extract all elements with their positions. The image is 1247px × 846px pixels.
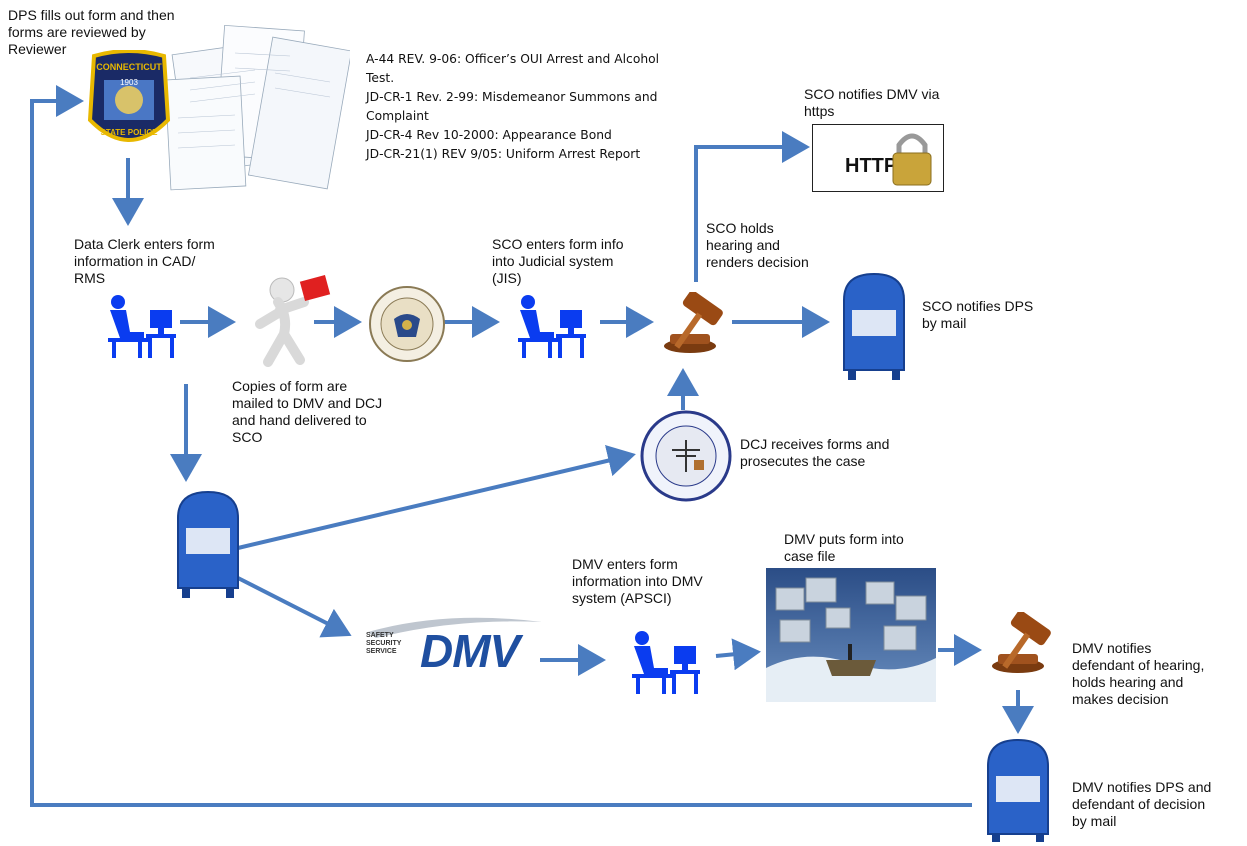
- gavel-icon: [664, 292, 723, 353]
- dcj-seal: [640, 410, 732, 502]
- judicial-branch-seal: [369, 286, 445, 362]
- badge-year-text: 1903: [120, 78, 138, 87]
- arrow-gavel-to-https: [694, 131, 810, 282]
- badge-bottom-text: STATE POLICE: [100, 128, 158, 137]
- label-sco-notifies-dmv: SCO notifies DMV via https: [804, 86, 940, 119]
- label-sco-holds: SCO holds hearing and renders decision: [706, 220, 809, 270]
- state-police-badge: CONNECTICUT 1903 STATE POLICE: [87, 50, 171, 142]
- https-box: HTTPS:: [812, 124, 944, 192]
- dmv-logo: SAFETY SECURITY SERVICE DMV: [366, 614, 542, 686]
- label-dmv-enters: DMV enters form information into DMV sys…: [572, 556, 703, 606]
- mailbox-icon: [987, 738, 1049, 842]
- person-computer-icon: [518, 295, 586, 358]
- arrow-dmv-clerk-to-files: [715, 638, 761, 671]
- label-dmv-puts: DMV puts form into case file: [784, 531, 904, 564]
- label-copies: Copies of form are mailed to DMV and DCJ…: [232, 378, 383, 445]
- mailbox-icon: [177, 490, 239, 598]
- label-dcj-receives: DCJ receives forms and prosecutes the ca…: [740, 436, 890, 469]
- person-computer-icon: [632, 631, 700, 694]
- gavel-icon: [992, 612, 1051, 673]
- arrow-mailbox-to-dcj: [237, 444, 636, 550]
- label-dmv-notifies-hearing: DMV notifies defendant of hearing, holds…: [1072, 640, 1205, 707]
- padlock-icon: [892, 133, 932, 186]
- arrow-mailbox-to-dmv-logo: [237, 576, 352, 638]
- forms-list: A-44 REV. 9-06: Officer’s OUI Arrest and…: [366, 52, 660, 161]
- dmv-logo-text: DMV: [420, 625, 520, 677]
- arrow-return-to-dps: [30, 85, 972, 807]
- mailbox-icon: [843, 272, 905, 380]
- label-dmv-notifies-dps: DMV notifies DPS and defendant of decisi…: [1072, 779, 1212, 829]
- case-files-image: [766, 568, 936, 702]
- runner-envelope-icon: [255, 274, 331, 367]
- forms-stack-image: [164, 24, 350, 191]
- label-sco-notifies-dps: SCO notifies DPS by mail: [922, 298, 1034, 331]
- badge-top-text: CONNECTICUT: [96, 62, 162, 72]
- person-computer-icon: [108, 295, 176, 358]
- label-data-clerk: Data Clerk enters form information in CA…: [74, 236, 215, 286]
- label-sco-enters: SCO enters form info into Judicial syste…: [492, 236, 624, 286]
- label-dps-fills: DPS fills out form and then forms are re…: [8, 7, 175, 57]
- dmv-logo-tagline: SAFETY SECURITY SERVICE: [366, 632, 402, 655]
